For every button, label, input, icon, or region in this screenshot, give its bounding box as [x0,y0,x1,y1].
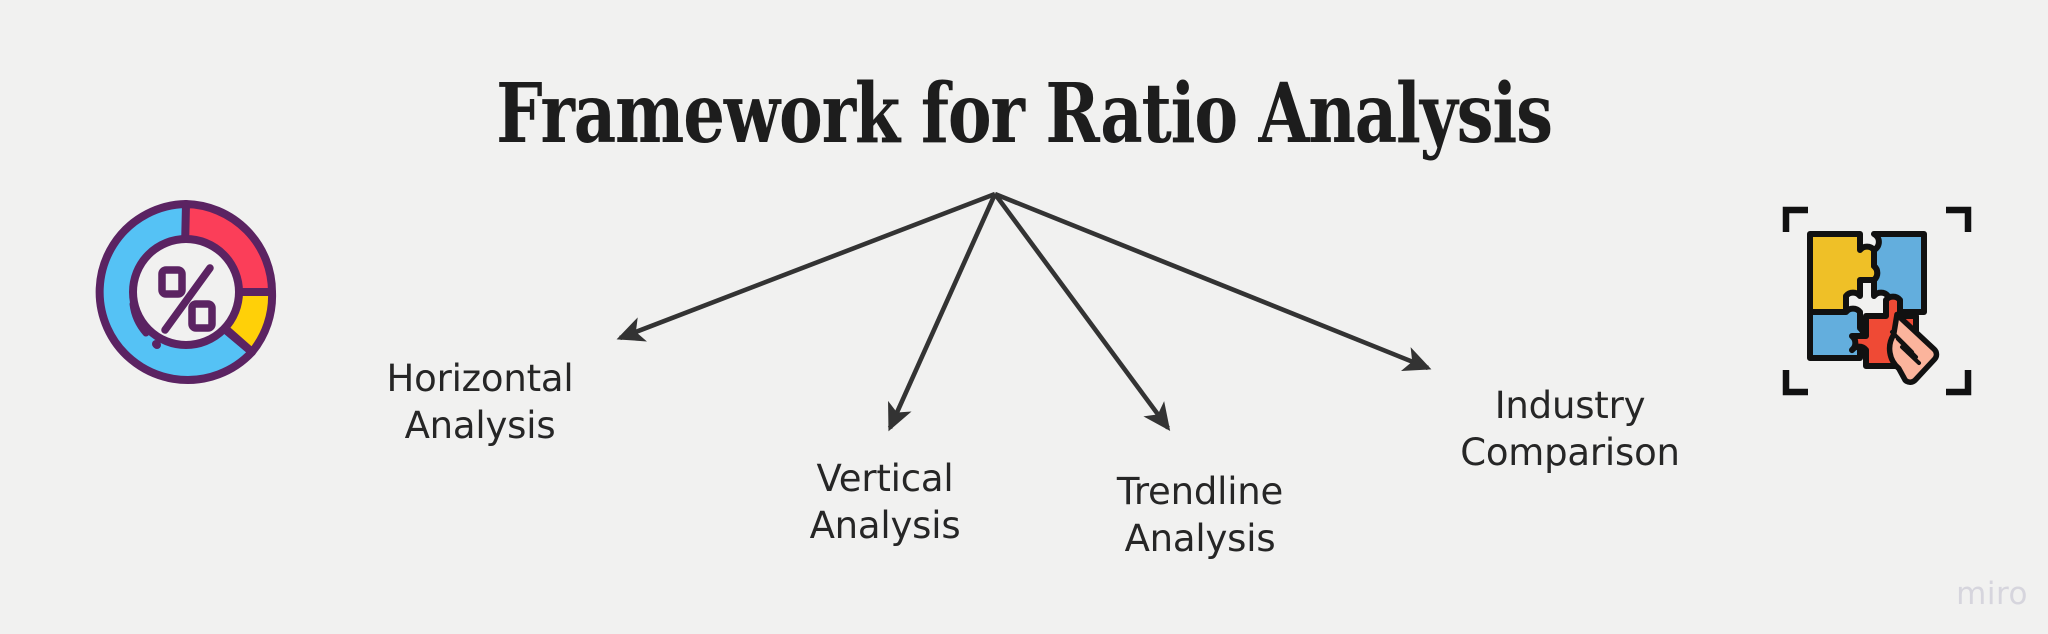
node-label-horizontal-analysis: Horizontal Analysis [386,357,574,448]
percent-donut-chart-icon [95,200,277,384]
puzzle-hand-icon [1782,206,1972,396]
arrow-to-vertical [887,193,998,432]
arrow-to-trendline [993,192,1171,431]
donut-accent-dot [152,340,161,349]
arrow-to-industry [994,191,1432,372]
page-title: Framework for Ratio Analysis [496,66,1553,162]
donut-inner-hole [129,235,243,349]
selection-brackets [1782,206,1972,396]
node-label-trendline-analysis: Trendline Analysis [1116,470,1284,561]
percent-symbol [158,264,216,334]
node-label-industry-comparison: Industry Comparison [1460,384,1680,475]
hand-shape [1886,311,1940,385]
arrow-to-horizontal [616,191,996,342]
miro-watermark: miro [1956,576,2028,612]
puzzle-piece-blue-top [1871,231,1927,315]
puzzle-piece-yellow [1807,231,1881,315]
hand-fingers [1890,330,1921,365]
node-label-vertical-analysis: Vertical Analysis [809,457,961,548]
donut-accent-arc [129,300,150,337]
